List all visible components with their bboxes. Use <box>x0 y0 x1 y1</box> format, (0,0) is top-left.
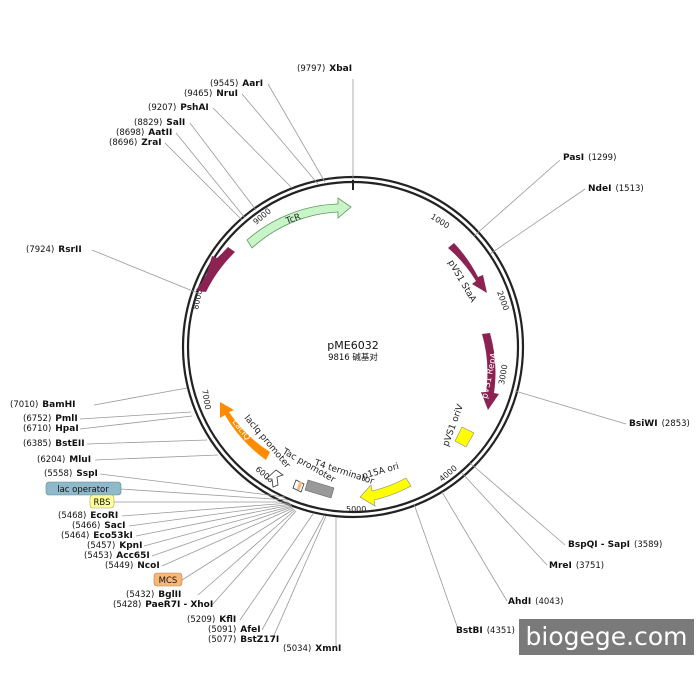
site-ecori: (5468)EcoRI <box>58 511 118 521</box>
leader-saci <box>128 503 292 527</box>
site-xbai: (9797)XbaI <box>297 64 352 74</box>
site-bstbi: BstBI(4351) <box>456 626 515 636</box>
leader-nrui <box>241 93 319 185</box>
leader-sali <box>189 122 257 211</box>
laciq-arrow <box>220 402 270 460</box>
tac-promoter-stripe <box>296 481 303 491</box>
site-acc65i: (5453)Acc65I <box>84 551 150 561</box>
leader-paer7i <box>211 510 297 606</box>
site-afei: (5091)AfeI <box>208 625 261 635</box>
leader-pmli <box>79 411 192 420</box>
leader-bstz17i <box>271 515 327 641</box>
site-ahdi: AhdI(4043) <box>508 597 563 607</box>
site-pmli: (6752)PmlI <box>23 414 78 424</box>
leader-bstbi <box>413 503 459 630</box>
leader-ahdi <box>441 491 508 602</box>
leader-rsrii <box>91 249 201 295</box>
pvs1-repa-arrow <box>481 333 499 410</box>
site-nrui: (9465)NruI <box>184 89 238 99</box>
tick-7000: 7000 <box>200 389 212 411</box>
leader-bglii <box>197 509 296 596</box>
leader-mcs <box>181 508 295 581</box>
rbs-label: RBS <box>94 498 111 508</box>
site-bsteii: (6385)BstEII <box>23 439 85 449</box>
site-paer7i-xhoi: (5428)PaeR7I - XhoI <box>113 600 213 610</box>
site-bstz17i: (5077)BstZ17I <box>208 635 279 645</box>
leader-aatii <box>175 132 246 219</box>
tick-8000: 8000 <box>191 289 204 311</box>
site-pasi: PasI(1299) <box>563 153 616 163</box>
site-zrai: (8696)ZraI <box>109 138 162 148</box>
site-kfli: (5209)KflI <box>187 615 236 625</box>
leader-mlui <box>94 454 219 461</box>
leader-afei <box>261 515 325 631</box>
lac-operator-label: lac operator <box>57 485 109 495</box>
site-mrei: MreI(3751) <box>549 561 604 571</box>
leader-pshai <box>212 107 293 189</box>
site-bsiwi: BsiWI(2853) <box>629 419 690 429</box>
site-pshai: (9207)PshAI <box>148 103 209 113</box>
site-sspi: (5558)SspI <box>44 469 98 479</box>
leader-lac-operator <box>119 488 289 501</box>
pvs1-staa-label: pVS1 StaA <box>445 259 478 306</box>
plasmid-name: pME6032 <box>327 339 378 352</box>
leader-acc65i <box>151 506 293 557</box>
pvs1-repa-label: pVS1 RepA <box>480 352 500 400</box>
leader-pasi <box>473 159 561 237</box>
p15a-ori-arrow <box>359 477 412 507</box>
tick-1000: 1000 <box>429 212 451 230</box>
leader-ncoi <box>161 507 294 567</box>
leader-mrei <box>461 472 548 566</box>
rbs-box <box>89 494 115 509</box>
tcr-label: TcR <box>284 212 303 227</box>
site-mlui: (6204)MluI <box>37 455 91 465</box>
leader-bamhi <box>93 387 188 406</box>
lac-operator-box <box>45 481 122 496</box>
lacq-promoter-arrow <box>264 469 284 488</box>
site-aatii: (8698)AatII <box>116 128 172 138</box>
mcs-label: MCS <box>159 576 178 586</box>
site-rsrii: (7924)RsrII <box>26 245 82 255</box>
site-kpni: (5457)KpnI <box>87 541 142 551</box>
leader-bspqi <box>469 462 566 546</box>
site-sali: (8829)SalI <box>134 118 185 128</box>
leader-ecori <box>121 502 291 517</box>
site-bglii: (5432)BglII <box>126 590 181 600</box>
site-bamhi: (7010)BamHI <box>10 400 75 410</box>
leader-eco53ki <box>135 504 292 537</box>
leader-hpai <box>79 415 193 430</box>
leader-sspi <box>99 473 286 498</box>
plasmid-length: 9816 碱基对 <box>328 352 378 363</box>
leader-kfli <box>239 513 314 621</box>
watermark: biogege.com <box>519 619 694 655</box>
t4-terminator-box <box>304 479 335 499</box>
site-ncoi: (5449)NcoI <box>105 561 160 571</box>
tick-5000: 5000 <box>346 505 366 514</box>
site-saci: (5466)SacI <box>72 521 126 531</box>
site-aari: (9545)AarI <box>210 79 263 89</box>
pvs1-oriv-box <box>454 426 475 448</box>
leader-zrai <box>164 142 243 221</box>
leader-bsiwi <box>514 390 627 425</box>
tcr-arrow <box>246 197 352 249</box>
leader-kpni <box>143 505 293 547</box>
leader-bsteii <box>86 439 208 445</box>
pvs1-staa-arrow <box>448 243 487 293</box>
tick-3000: 3000 <box>497 364 509 386</box>
site-eco53ki: (5464)Eco53kI <box>61 531 133 541</box>
site-bspqi-sapi: BspQI - SapI(3589) <box>568 540 662 550</box>
site-hpai: (6710)HpaI <box>23 424 79 434</box>
tetr-arrow-body <box>198 247 235 292</box>
leader-aari <box>267 83 326 183</box>
site-ndei: NdeI(1513) <box>588 184 644 194</box>
leader-ndei <box>489 188 586 255</box>
site-xmni: (5034)XmnI <box>283 644 341 654</box>
mcs-box <box>153 572 183 587</box>
